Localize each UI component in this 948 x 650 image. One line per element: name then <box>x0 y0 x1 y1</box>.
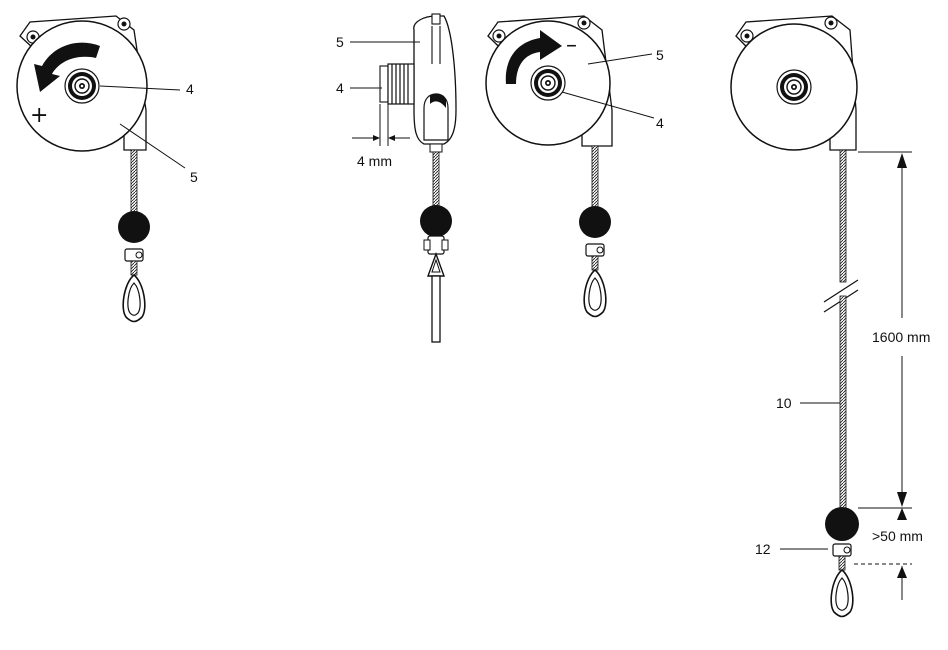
dimension-1600mm: 1600 mm <box>858 151 930 509</box>
stop-ball <box>420 205 452 237</box>
balancer-figure-1: + 4 5 <box>16 15 198 323</box>
carabiner-hook-icon <box>583 243 607 318</box>
cable <box>130 149 138 215</box>
callout-5: 5 <box>336 34 344 50</box>
dimension-4mm: 4 mm <box>352 104 410 169</box>
stop-ball <box>118 211 150 243</box>
balancer-figure-2-side: 5 4 4 mm <box>336 13 457 343</box>
cable <box>432 151 440 209</box>
callout-10: 10 <box>776 395 792 411</box>
dimension-50mm: >50 mm <box>854 508 923 600</box>
rotation-arrow-ccw-icon <box>34 42 100 92</box>
callout-5: 5 <box>656 47 664 63</box>
callout-5: 5 <box>190 169 198 185</box>
callout-4: 4 <box>656 115 664 131</box>
adjustment-nut-icon <box>530 65 566 101</box>
adjustment-nut-icon <box>776 69 812 105</box>
callout-12: 12 <box>755 541 771 557</box>
stop-ball <box>579 206 611 238</box>
hook-shank <box>431 275 441 343</box>
cable <box>591 145 599 209</box>
carabiner-hook-icon <box>830 543 854 618</box>
cable-lower <box>839 295 847 511</box>
carabiner-hook-icon <box>122 248 146 323</box>
adjustment-nut-icon <box>64 68 100 104</box>
rotation-plus-symbol: + <box>30 103 48 128</box>
callout-4: 4 <box>186 81 194 97</box>
balancer-figure-3: – 5 4 <box>485 15 664 318</box>
cable-upper <box>839 149 847 283</box>
balancer-figure-4: 10 12 1600 mm >50 mm <box>730 15 930 618</box>
knurled-knob <box>387 63 415 105</box>
stop-ball <box>825 507 859 541</box>
dimension-label-50: >50 mm <box>872 528 923 544</box>
callout-4: 4 <box>336 80 344 96</box>
dimension-label-1600: 1600 mm <box>872 329 930 345</box>
rotation-minus-symbol: – <box>566 33 577 58</box>
dimension-label: 4 mm <box>357 153 392 169</box>
rotation-arrow-cw-icon <box>505 30 562 84</box>
